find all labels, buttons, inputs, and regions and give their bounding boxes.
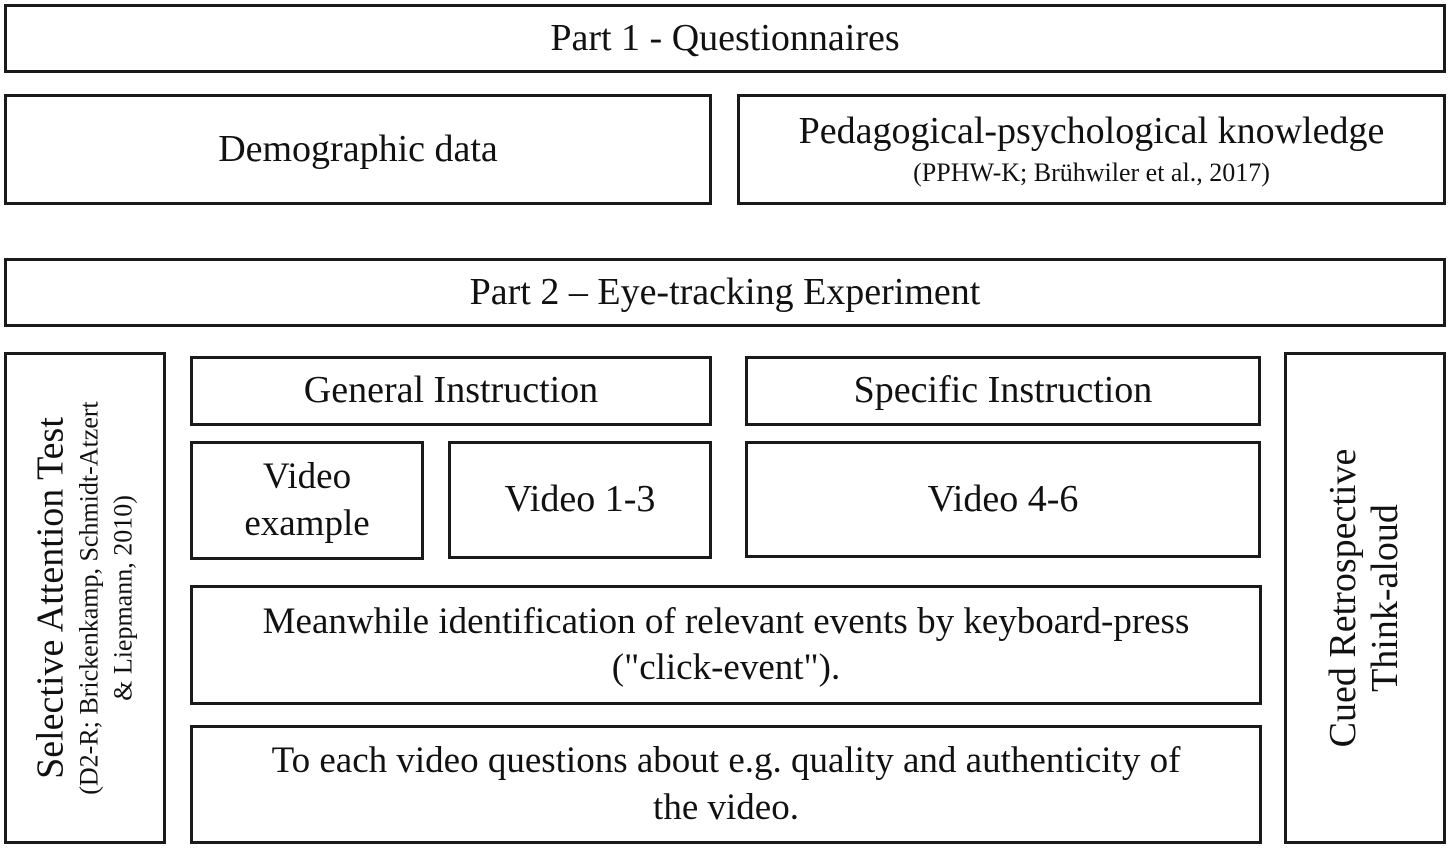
part2-title: Part 2 – Eye-tracking Experiment: [469, 270, 981, 313]
think-aloud-line2: Think-aloud: [1364, 504, 1406, 692]
pedagogical-knowledge-reference: (PPHW-K; Brühwiler et al., 2017): [913, 158, 1270, 188]
general-instruction-box: General Instruction: [190, 356, 712, 426]
video-4-6-box: Video 4-6: [745, 441, 1261, 558]
pedagogical-knowledge-title: Pedagogical-psychological knowledge: [798, 109, 1385, 152]
specific-instruction-label: Specific Instruction: [853, 369, 1153, 412]
think-aloud-box: Cued Retrospective Think-aloud: [1284, 352, 1446, 844]
selective-attention-test-title: Selective Attention Test: [29, 417, 72, 779]
general-instruction-label: General Instruction: [303, 369, 599, 412]
demographic-data-box: Demographic data: [4, 94, 712, 205]
video-questions-box: To each video questions about e.g. quali…: [190, 725, 1262, 844]
video-4-6-label: Video 4-6: [927, 477, 1079, 520]
part2-header: Part 2 – Eye-tracking Experiment: [4, 258, 1446, 327]
click-event-box: Meanwhile identification of relevant eve…: [190, 585, 1262, 705]
selective-attention-test-reference-line1: (D2-R; Brickenkamp, Schmidt-Atzert: [74, 401, 104, 795]
video-1-3-label: Video 1-3: [504, 478, 656, 521]
selective-attention-test-text: Selective Attention Test (D2-R; Brickenk…: [29, 401, 139, 795]
video-questions-line2: the video.: [653, 786, 799, 828]
part1-header: Part 1 - Questionnaires: [4, 4, 1446, 73]
video-questions-line1: To each video questions about e.g. quali…: [271, 740, 1181, 782]
think-aloud-line1: Cued Retrospective: [1322, 448, 1365, 748]
click-event-line1: Meanwhile identification of relevant eve…: [262, 600, 1190, 642]
video-example-line1: Video: [262, 456, 352, 498]
part1-title: Part 1 - Questionnaires: [550, 16, 900, 59]
think-aloud-text: Cued Retrospective Think-aloud: [1322, 448, 1407, 748]
click-event-line2: ("click-event").: [611, 647, 841, 688]
selective-attention-test-box: Selective Attention Test (D2-R; Brickenk…: [4, 352, 166, 844]
specific-instruction-box: Specific Instruction: [745, 356, 1261, 426]
pedagogical-knowledge-box: Pedagogical-psychological knowledge (PPH…: [737, 94, 1446, 205]
video-example-line2: example: [244, 502, 370, 544]
video-1-3-box: Video 1-3: [448, 441, 712, 559]
selective-attention-test-reference-line2: & Liepmann, 2010): [107, 495, 137, 701]
video-example-box: Video example: [190, 441, 424, 560]
demographic-data-label: Demographic data: [218, 127, 498, 170]
